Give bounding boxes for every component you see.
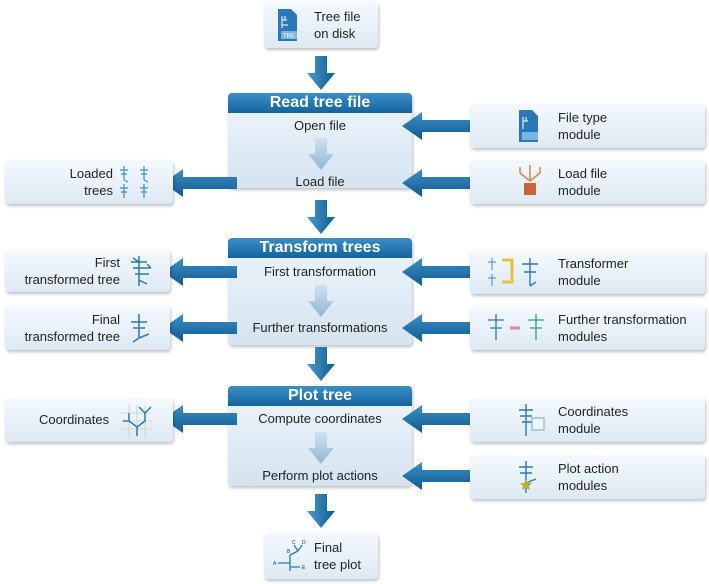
module-further-transformation: Further transformation modules [470, 306, 705, 350]
output-line1: Coordinates [39, 412, 110, 427]
svg-text:TRE: TRE [283, 34, 295, 40]
input-label-line2: on disk [314, 26, 356, 41]
stage-title: Transform trees [228, 238, 412, 258]
down-arrow [307, 347, 335, 381]
coordinate-grid-icon [121, 405, 153, 437]
output-line1: Loaded [69, 166, 113, 181]
output-arrow [163, 405, 237, 433]
module-line2: module [558, 421, 601, 436]
module-line1: Plot action [558, 461, 619, 476]
step-load-file: Load file [295, 174, 345, 189]
step-further-transformations: Further transformations [252, 320, 388, 335]
step-first-transformation: First transformation [264, 264, 376, 279]
output-coordinates: Coordinates [5, 398, 173, 442]
module-line2: module [558, 273, 601, 288]
stage-title: Read tree file [228, 93, 412, 113]
svg-text:B: B [287, 549, 291, 555]
step-perform-plot-actions: Perform plot actions [262, 468, 378, 483]
module-line1: File type [558, 110, 608, 125]
module-plot-action: Plot action modules [470, 455, 705, 499]
file-type-icon [519, 110, 538, 142]
svg-text:E: E [302, 565, 306, 571]
output-final-transformed-tree: Final transformed tree [5, 306, 170, 350]
final-line1: Final [314, 540, 343, 555]
output-arrow [163, 314, 237, 342]
module-arrow [402, 112, 480, 140]
module-line1: Load file [558, 166, 608, 181]
tree-file-on-disk-box: TRE Tree file on disk [264, 2, 378, 48]
output-line2: transformed tree [24, 329, 120, 344]
tree-icon [131, 256, 152, 286]
trees-icon [120, 166, 149, 198]
output-line1: Final [91, 312, 120, 327]
module-transformer: Transformer module [470, 250, 705, 294]
step-compute-coordinates: Compute coordinates [258, 411, 382, 426]
output-loaded-trees: Loaded trees [5, 160, 173, 204]
input-label-line1: Tree file [314, 9, 361, 24]
module-line1: Further transformation [558, 312, 687, 327]
output-arrow [163, 258, 237, 286]
module-file-type: File type module [470, 104, 705, 148]
output-first-transformed-tree: First transformed tree [5, 250, 170, 292]
further-transformation-icon [488, 314, 544, 340]
module-line1: Transformer [558, 256, 629, 271]
module-coordinates: Coordinates module [470, 398, 705, 442]
inner-arrow [308, 138, 334, 170]
module-arrow [402, 314, 480, 342]
tree-file-icon: TRE [278, 9, 297, 41]
module-line2: module [558, 183, 601, 198]
module-line1: Coordinates [558, 404, 629, 419]
final-line2: tree plot [314, 557, 361, 572]
module-arrow [402, 169, 480, 197]
coordinates-module-icon [519, 404, 545, 436]
svg-text:A: A [273, 561, 277, 567]
down-arrow [307, 200, 335, 234]
step-open-file: Open file [293, 118, 347, 133]
down-arrow [307, 56, 335, 90]
module-line2: modules [558, 329, 608, 344]
plot-action-icon [519, 461, 537, 493]
load-file-box-icon [519, 165, 541, 195]
tree-icon [131, 314, 150, 343]
module-load-file: Load file module [470, 160, 705, 204]
module-arrow [402, 462, 480, 490]
module-line2: modules [558, 478, 608, 493]
module-arrow [402, 405, 480, 433]
output-line2: trees [84, 183, 113, 198]
output-line2: transformed tree [24, 272, 120, 287]
inner-arrow [308, 285, 334, 317]
stage-transform-trees: Transform trees First transformation Fur… [228, 238, 412, 345]
stage-title: Plot tree [228, 386, 412, 406]
inner-arrow [308, 432, 334, 464]
down-arrow [307, 494, 335, 528]
output-line1: First [94, 255, 120, 270]
module-line2: module [558, 127, 601, 142]
svg-text:D: D [302, 540, 306, 546]
module-arrow [402, 258, 480, 286]
transformer-icon [488, 258, 538, 287]
output-arrow [163, 169, 237, 197]
svg-text:C: C [292, 540, 296, 546]
